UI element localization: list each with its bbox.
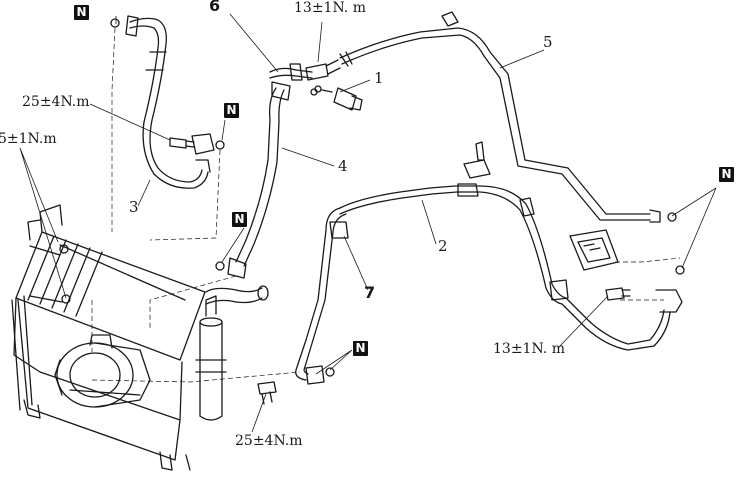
hose-3 [125, 15, 215, 189]
n-marker-3: N [232, 212, 247, 227]
callout-1: 1 [374, 69, 384, 87]
n-marker-4: N [719, 167, 734, 182]
o-ring-upper-left [110, 18, 120, 28]
torque-bottom-center: 25±4N.m [235, 433, 303, 449]
bolt-bottom-right [605, 287, 631, 301]
pressure-switch [314, 85, 363, 111]
n-marker-1: N [74, 5, 89, 20]
evaporator-block [569, 229, 619, 271]
leader-lines [19, 13, 717, 433]
pipe-5 [339, 11, 661, 223]
o-ring-pipe4 [215, 261, 225, 271]
o-ring-top [310, 88, 318, 96]
torque-top-center: 13±1N. m [294, 0, 366, 16]
o-ring-hose3 [215, 140, 225, 150]
o-ring-pipe7 [325, 367, 335, 377]
n-marker-2: N [224, 103, 239, 118]
callout-3: 3 [129, 198, 139, 216]
callout-7: 7 [364, 283, 376, 302]
callout-5: 5 [543, 33, 553, 51]
pipe-7 [257, 207, 349, 405]
torque-far-left: 5±1N.m [0, 131, 57, 147]
callout-2: 2 [438, 237, 448, 255]
o-ring-evap [675, 265, 685, 275]
callout-4: 4 [338, 157, 348, 175]
pipe-2 [339, 141, 683, 351]
torque-upper-left: 25±4N.m [22, 94, 90, 110]
callout-6: 6 [209, 0, 221, 15]
torque-bottom-right: 13±1N. m [493, 341, 565, 357]
receiver-drier [195, 285, 269, 421]
compressor [54, 334, 151, 408]
bolt-upper [169, 137, 195, 149]
pipe-4 [227, 59, 341, 279]
n-marker-5: N [353, 341, 368, 356]
o-ring-pipe5 [667, 212, 677, 222]
condenser [11, 204, 206, 471]
relation-lines [91, 27, 681, 383]
